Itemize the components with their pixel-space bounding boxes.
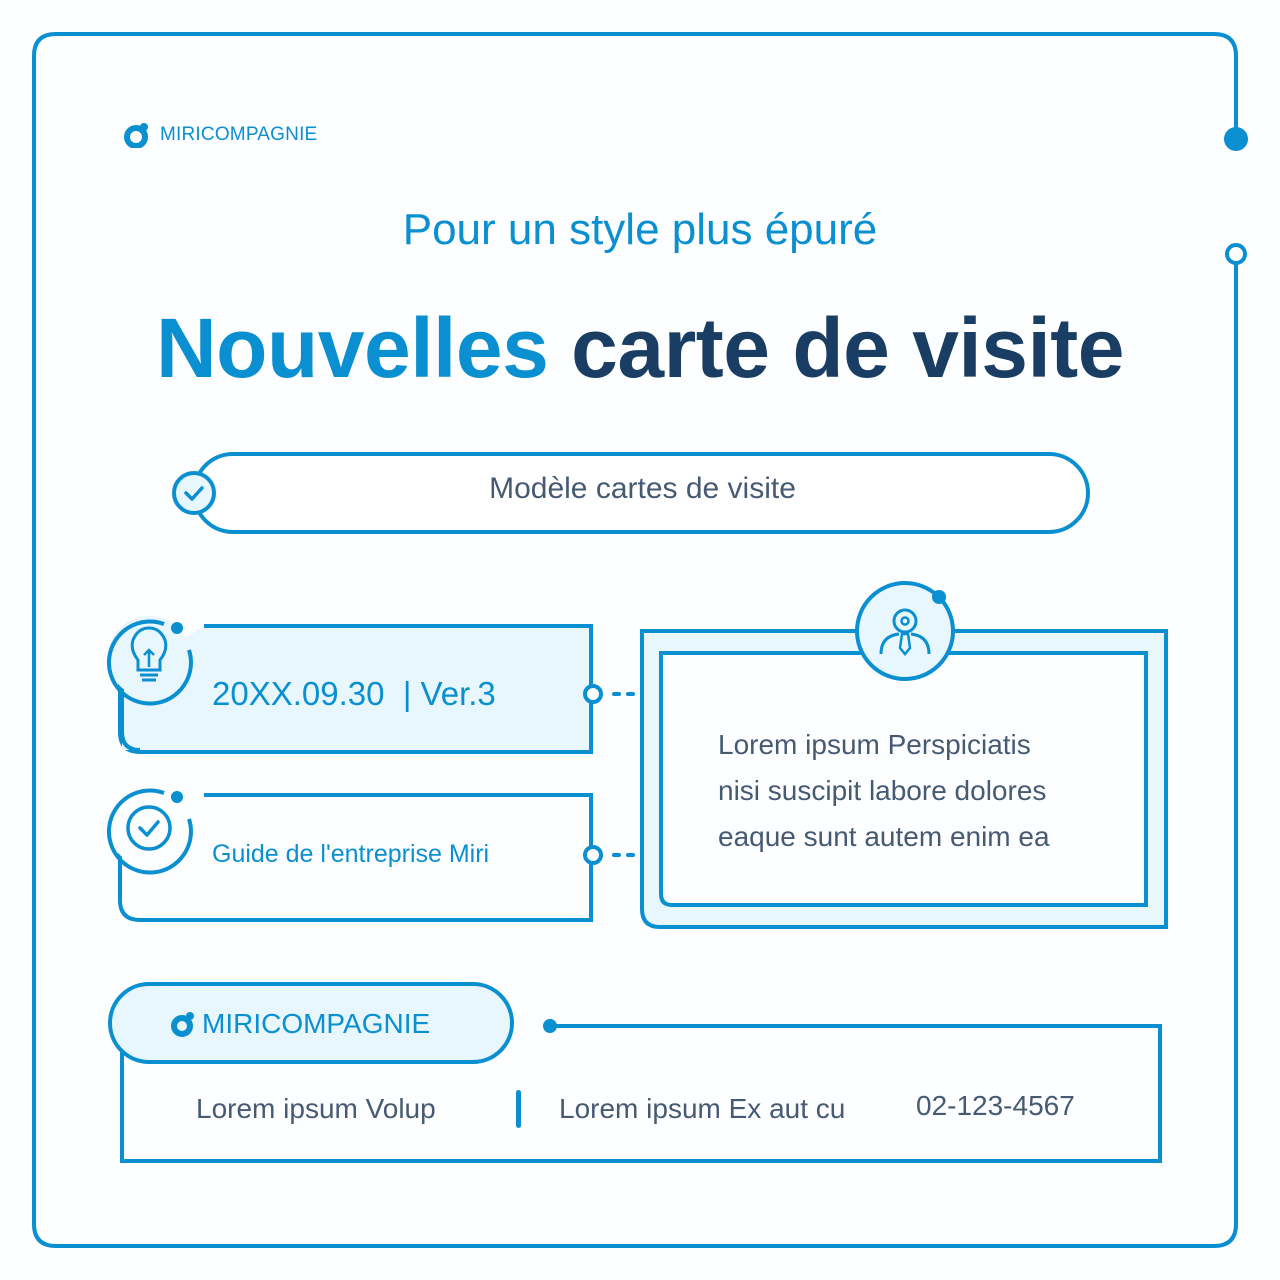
info-line: eaque sunt autem enim ea [718, 821, 1050, 852]
template-pill-label: Modèle cartes de visite [489, 472, 796, 505]
brand-mark-icon [171, 1012, 194, 1037]
page-title: Nouvelles carte de visite [0, 300, 1280, 397]
brand-logo: MIRICOMPAGNIE [124, 122, 317, 148]
info-line: Lorem ipsum Perspiciatis [718, 729, 1031, 760]
brand-mark-icon [124, 123, 148, 148]
check-circle-icon-2 [106, 785, 193, 875]
subtitle: Pour un style plus épuré [402, 205, 878, 254]
footer-brand: MIRICOMPAGNIE [170, 1008, 430, 1040]
info-line: nisi suscipit labore dolores [718, 775, 1047, 806]
title-highlight: Nouvelles [156, 301, 549, 395]
lightbulb-icon [106, 616, 193, 706]
footer-divider [516, 1090, 521, 1128]
title-rest: carte de visite [571, 301, 1124, 395]
person-gear-icon [855, 581, 955, 681]
footer-phone: 02-123-4567 [916, 1090, 1075, 1121]
footer-item-2: Lorem ipsum Ex aut cu [559, 1093, 846, 1124]
footer-brand-name: MIRICOMPAGNIE [202, 1008, 431, 1039]
frame-dot-filled [1224, 127, 1248, 151]
info-box-text: Lorem ipsum Perspiciatis nisi suscipit l… [718, 722, 1050, 860]
footer-item-1: Lorem ipsum Volup [196, 1093, 436, 1124]
guide-label: Guide de l'entreprise Miri [212, 840, 490, 868]
brand-name: MIRICOMPAGNIE [160, 124, 318, 145]
version-date: 20XX.09.30 | Ver.3 [212, 675, 496, 712]
check-circle-icon [172, 471, 216, 515]
frame-dot-hollow [1225, 243, 1247, 265]
